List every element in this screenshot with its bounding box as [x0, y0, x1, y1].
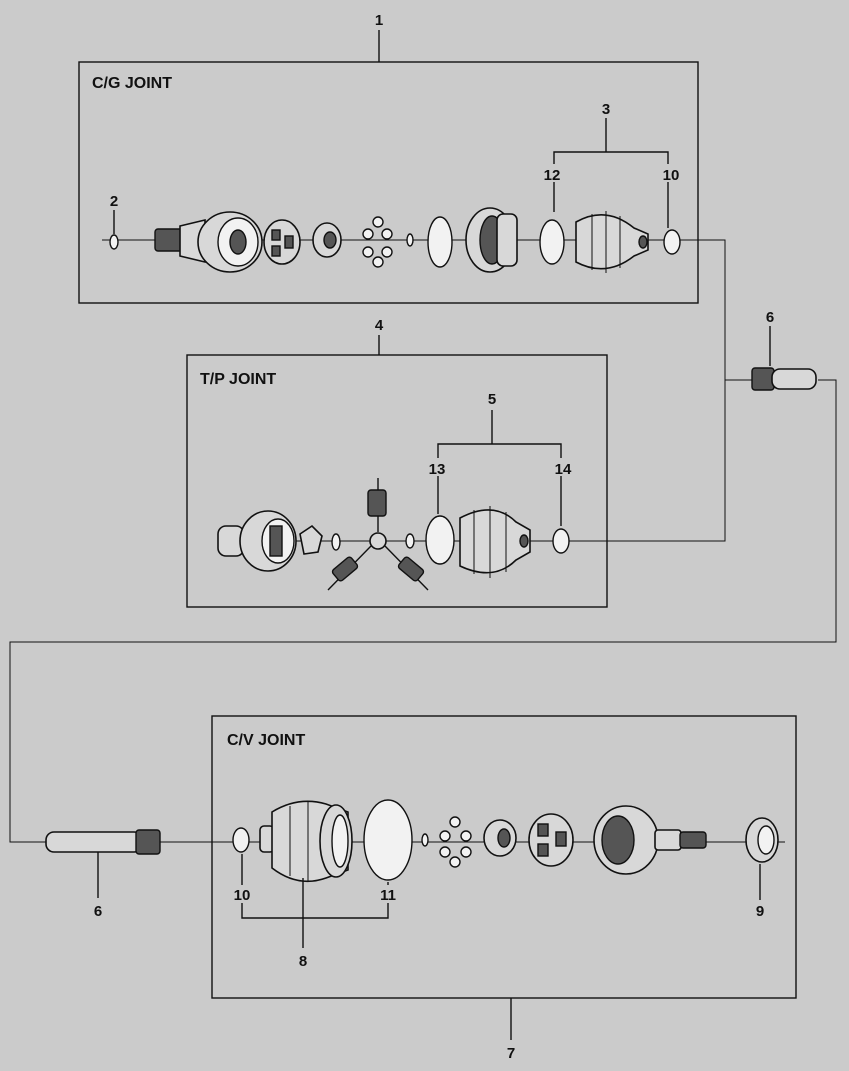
tp-boot-band-large [425, 515, 455, 565]
cv-boot [259, 800, 353, 883]
cv-outer-race [593, 805, 707, 875]
cg-o-ring [427, 216, 453, 268]
cg-joint-title: C/G JOINT [92, 75, 172, 92]
tp-boot [459, 506, 531, 578]
callout-10-cv: 10 [234, 887, 251, 904]
callout-6-lower: 6 [94, 903, 102, 920]
callout-7: 7 [507, 1045, 515, 1062]
bracket-5 [437, 443, 562, 526]
tp-joint-title: T/P JOINT [200, 371, 276, 388]
callout-4: 4 [375, 317, 384, 334]
tp-joint-frame [186, 354, 608, 608]
cv-boot-band-small [232, 827, 250, 853]
callout-9: 9 [756, 903, 764, 920]
callout-3: 3 [602, 101, 610, 118]
callout-8: 8 [299, 953, 307, 970]
cg-joint-housing [465, 207, 518, 273]
cv-joint-group: C/V JOINT 7 [211, 715, 797, 1062]
cg-joint-frame [78, 61, 699, 304]
cv-boot-band-large [363, 799, 413, 881]
cg-balls [362, 216, 393, 268]
callout-12: 12 [544, 167, 561, 184]
cg-boot-band-large [539, 219, 565, 265]
intermediate-shaft-lower [45, 829, 161, 898]
cg-boot [575, 211, 649, 273]
callout-6-upper: 6 [766, 309, 774, 326]
intermediate-shaft-upper [751, 326, 817, 391]
cv-circlip [421, 833, 429, 847]
callout-13: 13 [429, 461, 446, 478]
callout-2: 2 [110, 193, 118, 210]
tp-boot-band-small [552, 528, 570, 554]
tp-joint-housing [217, 510, 297, 572]
connector-6-to-lower [9, 379, 837, 843]
cv-balls [439, 816, 472, 868]
cv-inner-race [483, 819, 517, 857]
cv-ball-cage [528, 813, 574, 867]
tp-joint-group: T/P JOINT 4 [186, 317, 726, 608]
cg-outer-race [154, 211, 263, 273]
tp-circlip-b [405, 533, 415, 549]
cg-boot-band-small [663, 229, 681, 255]
cg-joint-group: C/G JOINT 1 2 [78, 12, 725, 304]
callout-14: 14 [555, 461, 572, 478]
tp-circlip-a [331, 533, 341, 551]
tp-gasket [299, 524, 323, 555]
cg-ball-cage [263, 219, 301, 265]
cv-joint-title: C/V JOINT [227, 732, 305, 749]
cv-dust-shield [745, 817, 779, 863]
connector-cg-to-6 [706, 239, 752, 381]
cg-snap-ring [109, 210, 119, 250]
cg-circlip [406, 233, 414, 247]
callout-10-cg: 10 [663, 167, 680, 184]
callout-11: 11 [380, 887, 396, 904]
callout-1: 1 [375, 12, 383, 29]
callout-5: 5 [488, 391, 496, 408]
connector-tp-to-6 [600, 380, 726, 542]
cv-joint-frame [211, 715, 797, 999]
tp-spider [327, 478, 429, 591]
cg-inner-race [312, 222, 342, 258]
